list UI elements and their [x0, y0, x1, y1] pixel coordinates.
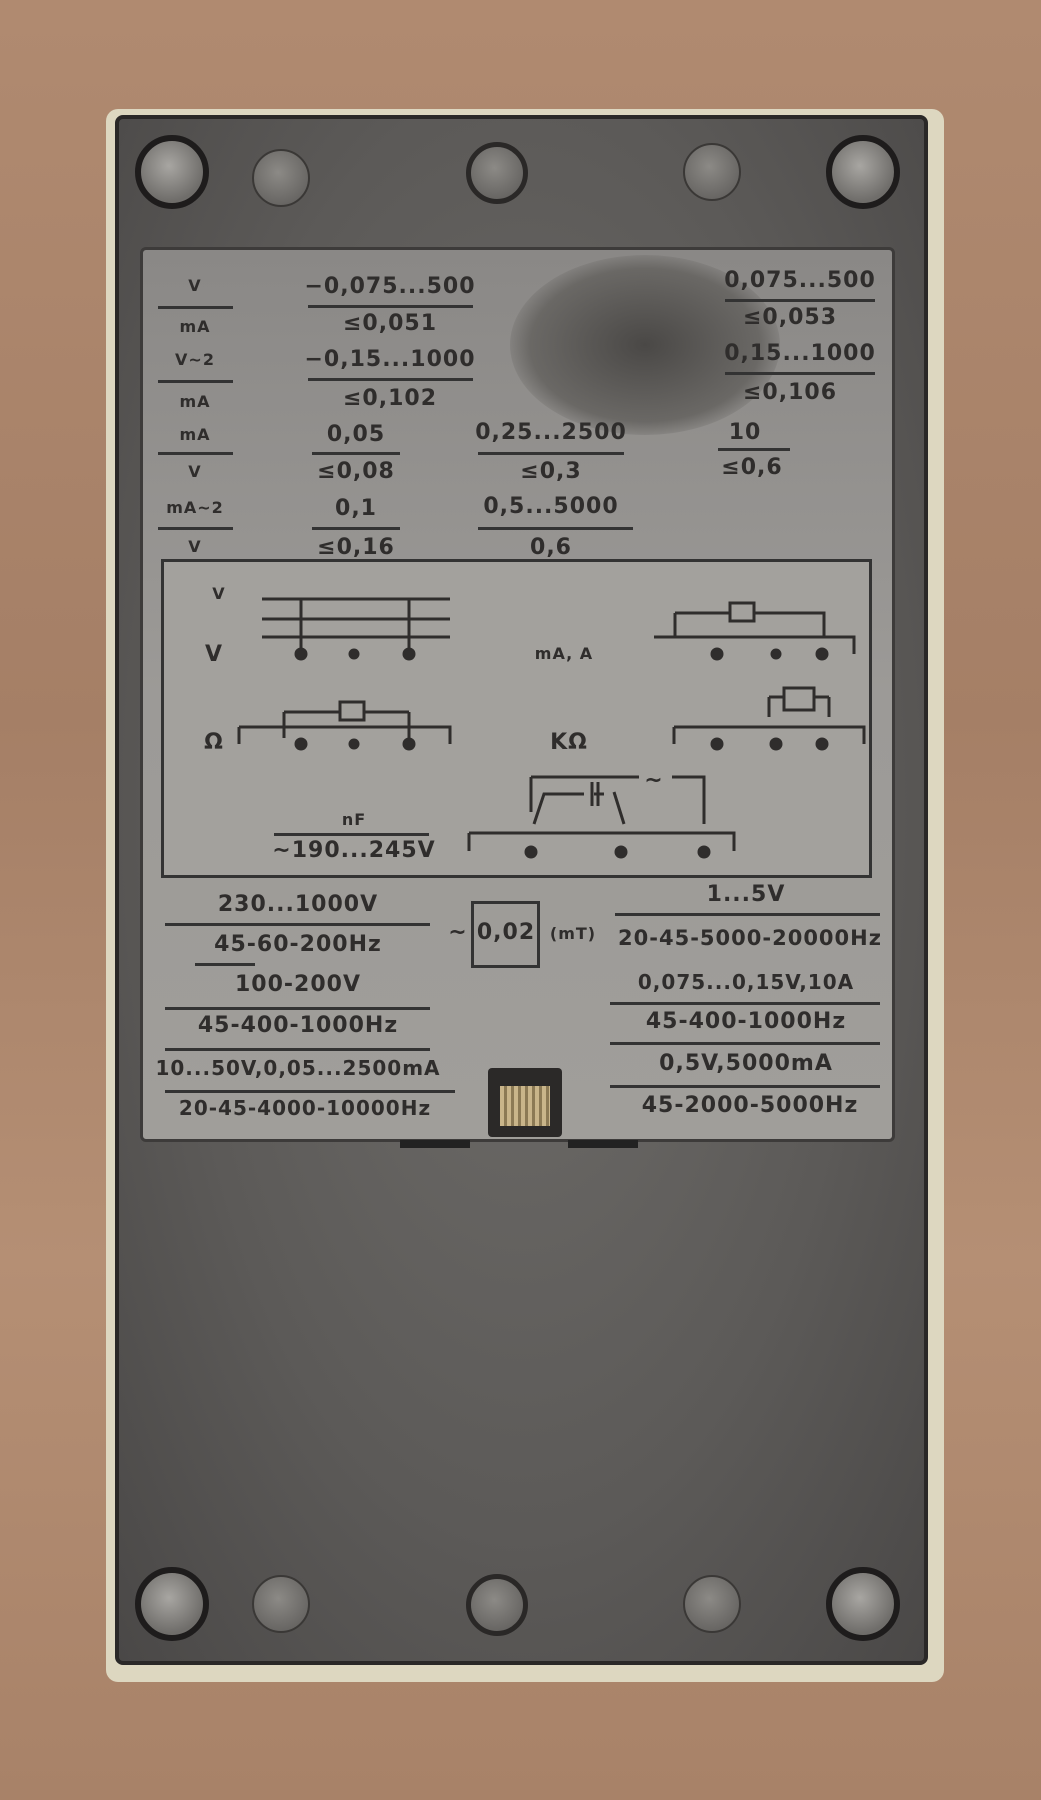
row2-label-bottom: mA [179, 392, 211, 411]
wiring-diagrams [237, 597, 866, 859]
spec-line: 45-400-1000Hz [645, 1009, 847, 1034]
spec-line: 45-60-200Hz [214, 932, 382, 957]
row4-label-bottom: V [188, 537, 202, 556]
row2-drop-ac: ≤0,106 [742, 380, 838, 405]
corner-screw [826, 135, 900, 209]
center-tilde: ~ [448, 920, 468, 945]
foot-peg [252, 1575, 310, 1633]
v-symbol: V [212, 584, 226, 603]
row1-label-top: V [188, 276, 202, 295]
row2-range: −0,15...1000 [304, 347, 476, 372]
spec-line: 45-400-1000Hz [197, 1013, 399, 1038]
row3-c3-bottom: ≤0,6 [721, 455, 783, 480]
foot-peg [683, 1575, 741, 1633]
mains-voltage: ~190...245V [272, 838, 436, 863]
row2-range-ac: 0,15...1000 [724, 341, 876, 366]
slide-switch[interactable] [488, 1068, 562, 1137]
row1-range: −0,075...500 [304, 274, 476, 299]
row1-range-ac: 0,075...500 [724, 268, 876, 293]
row3-c2-bottom: ≤0,3 [520, 459, 582, 484]
row4-c1-bottom: ≤0,16 [317, 535, 395, 560]
center-hole [466, 1574, 528, 1636]
row3-c1-top: 0,05 [326, 422, 386, 447]
row2-drop: ≤0,102 [342, 386, 438, 411]
nf-label: nF [341, 810, 367, 829]
spec-line: 10...50V,0,05...2500mA [155, 1056, 441, 1080]
row2-label-top: V~2 [175, 350, 215, 369]
center-hole [466, 142, 528, 204]
spec-line: 0,075...0,15V,10A [637, 970, 855, 994]
spec-line: 45-2000-5000Hz [641, 1093, 859, 1118]
spec-line: 230...1000V [217, 892, 379, 917]
corner-screw [135, 135, 209, 209]
row3-c3-top: 10 [728, 420, 762, 445]
row4-label-top: mA~2 [166, 498, 224, 517]
battery-cover-slot [400, 1140, 470, 1148]
corner-screw [826, 1567, 900, 1641]
accuracy-box [471, 901, 540, 968]
v-label: V [204, 642, 224, 667]
row4-c1-top: 0,1 [335, 496, 377, 521]
row3-c2-top: 0,25...2500 [475, 420, 627, 445]
corner-screw [135, 1567, 209, 1641]
row3-label-bottom: V [188, 462, 202, 481]
ac-tilde: ~ [644, 768, 664, 793]
burn-mark [510, 255, 780, 435]
accuracy-value: 0,02 [476, 920, 536, 945]
spec-line: 20-45-5000-20000Hz [618, 926, 882, 950]
spec-line: 0,5V,5000mA [659, 1051, 833, 1076]
row1-label-bottom: mA [179, 317, 211, 336]
switch-grip [500, 1086, 550, 1126]
kohm-label: KΩ [550, 730, 588, 755]
wiring-diagram-panel: V V mA, A Ω KΩ nF ~190...245V ~ [161, 559, 872, 878]
accuracy-unit: (mT) [549, 924, 597, 943]
ohm-label: Ω [204, 730, 224, 755]
row1-drop-ac: ≤0,053 [742, 305, 838, 330]
row3-label-top: mA [179, 425, 211, 444]
ma-a-label: mA, A [534, 644, 594, 663]
spec-line: 20-45-4000-10000Hz [178, 1096, 432, 1120]
foot-peg [683, 143, 741, 201]
spec-line: 1...5V [706, 882, 786, 907]
foot-peg [252, 149, 310, 207]
row4-c2-bottom: 0,6 [530, 535, 572, 560]
battery-cover-slot [568, 1140, 638, 1148]
row3-c1-bottom: ≤0,08 [317, 459, 395, 484]
row1-drop: ≤0,051 [342, 311, 438, 336]
spec-line: 100-200V [234, 972, 362, 997]
row4-c2-top: 0,5...5000 [483, 494, 619, 519]
